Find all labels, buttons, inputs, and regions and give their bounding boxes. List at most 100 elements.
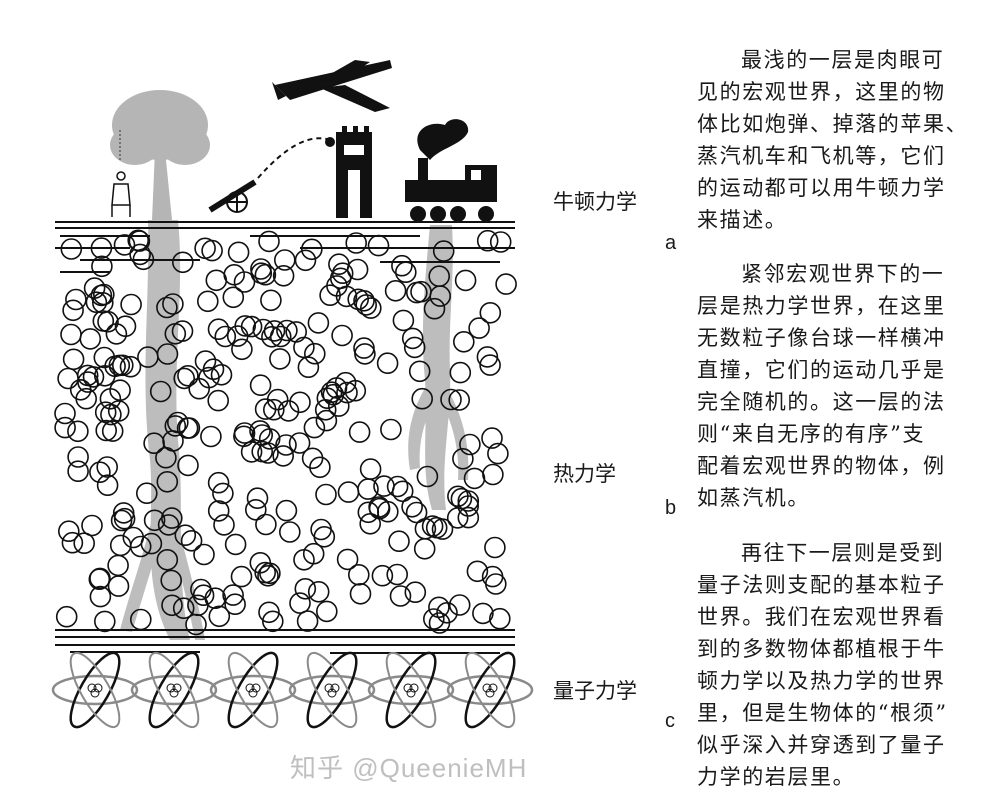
particle-circle xyxy=(452,330,475,353)
text-line: 则“来自无序的有序”支 xyxy=(697,422,926,446)
particle-circle xyxy=(250,262,273,285)
particle-circle xyxy=(112,502,135,524)
text-line: 似乎深入并穿透到了量子 xyxy=(697,733,946,757)
particle-circle xyxy=(487,442,509,465)
text-line: 完全随机的。这一层的法 xyxy=(697,390,946,414)
particle-circle xyxy=(388,530,410,553)
particle-circle xyxy=(90,284,113,307)
particle-circle xyxy=(205,269,228,292)
particle-circle xyxy=(67,420,89,443)
atom-icon xyxy=(367,651,455,729)
particle-circle xyxy=(367,234,390,257)
particle-circle xyxy=(293,336,315,359)
particle-circle xyxy=(73,532,95,555)
particle-circle xyxy=(160,569,182,592)
particle-circle xyxy=(100,403,122,426)
particle-circle xyxy=(261,325,283,348)
particle-circle xyxy=(261,610,284,633)
particle-circle xyxy=(336,381,358,404)
particle-circle xyxy=(373,475,395,497)
particle-circle xyxy=(405,281,428,304)
surface-strata-lines xyxy=(55,221,515,273)
particle-circle xyxy=(266,388,289,411)
particle-circle xyxy=(289,592,311,614)
particle-circle xyxy=(422,608,445,630)
particle-circle xyxy=(315,409,338,432)
particle-circle xyxy=(328,253,350,276)
particle-circle xyxy=(208,605,231,628)
particle-circle xyxy=(425,516,448,539)
particle-circle xyxy=(251,440,274,463)
particle-circle xyxy=(177,364,199,387)
particle-circle xyxy=(348,421,371,443)
particle-circle xyxy=(315,483,337,506)
particle-circle xyxy=(107,575,130,597)
particle-circle xyxy=(249,374,272,397)
particle-circle xyxy=(331,324,353,347)
particle-circle xyxy=(177,454,199,477)
particle-circle xyxy=(172,597,195,620)
atom-icon xyxy=(51,651,139,729)
particle-circle xyxy=(452,447,474,470)
particle-circle xyxy=(62,348,85,371)
particle-circle xyxy=(488,607,511,630)
layer-label-thermo: 热力学 xyxy=(553,462,616,486)
particle-circle xyxy=(99,387,122,410)
particle-circle xyxy=(83,277,106,299)
particle-circle xyxy=(386,475,409,498)
particle-circle xyxy=(359,297,382,319)
particle-circle xyxy=(262,398,285,421)
text-line: 来描述。 xyxy=(697,208,788,232)
particle-circle xyxy=(495,273,517,295)
particle-circle xyxy=(136,482,158,505)
particle-circle xyxy=(88,568,111,591)
particle-circle xyxy=(410,280,432,303)
text-line: 如蒸汽机。 xyxy=(697,486,810,510)
particle-circle xyxy=(272,445,295,467)
particle-circle xyxy=(307,580,330,603)
particle-circle xyxy=(89,585,112,608)
atom-icon xyxy=(446,651,534,729)
particle-circle xyxy=(413,537,436,560)
particle-circle xyxy=(193,543,215,566)
particle-circle xyxy=(222,584,244,606)
particle-circle xyxy=(294,577,317,600)
particle-circle xyxy=(91,255,113,278)
text-line: 再往下一层则是受到 xyxy=(741,541,945,565)
particle-circle xyxy=(192,584,215,607)
particle-circle xyxy=(336,548,359,571)
particle-circle xyxy=(484,536,506,559)
particle-circle xyxy=(245,498,267,521)
particle-circle xyxy=(201,239,223,262)
particle-circle xyxy=(129,243,151,266)
particle-circle xyxy=(188,377,210,400)
particle-circle xyxy=(448,594,471,616)
particle-circle xyxy=(92,310,115,332)
airplane-icon xyxy=(272,60,392,112)
particle-circle xyxy=(104,355,126,378)
particle-circle xyxy=(428,596,450,619)
text-line: 配着宏观世界的物体，例 xyxy=(697,454,946,478)
particle-circle xyxy=(289,391,311,414)
particle-circle xyxy=(386,563,409,586)
particle-circle xyxy=(143,432,165,455)
particle-circle xyxy=(258,230,280,253)
particle-circle xyxy=(411,387,434,410)
particle-circle xyxy=(194,350,217,372)
text-line: 紧邻宏观世界下的一 xyxy=(741,262,945,286)
particle-circle xyxy=(371,564,394,587)
particle-circle xyxy=(401,495,423,518)
paragraph-quantum: 再往下一层则是受到 量子法则支配的基本粒子 世界。我们在宏观世界看 到的多数物体… xyxy=(697,537,977,793)
particle-circle xyxy=(246,487,269,510)
particle-circle xyxy=(482,463,504,486)
particle-circle xyxy=(57,367,79,390)
particle-circle xyxy=(173,367,195,390)
particle-circle xyxy=(294,249,317,272)
thermal-particles xyxy=(54,229,517,636)
particle-circle xyxy=(380,418,402,441)
particle-circle xyxy=(210,363,233,386)
particle-circle xyxy=(476,346,499,368)
particle-circle xyxy=(224,533,247,556)
particle-circle xyxy=(347,288,370,311)
particle-circle xyxy=(297,356,320,379)
